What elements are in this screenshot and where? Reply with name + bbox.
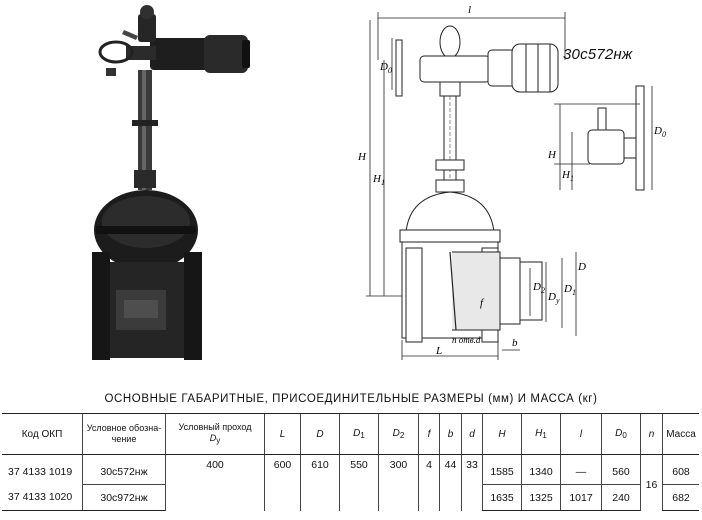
label-D2: D2 <box>532 281 545 295</box>
table-row: 37 4133 1019 30с572нж 400 600 610 550 30… <box>2 454 699 511</box>
label-side-H1: H1 <box>561 169 574 183</box>
cell-L: 600 <box>264 454 301 511</box>
cell-b: 44 <box>439 454 462 511</box>
dimension-right <box>529 252 577 336</box>
label-b: b <box>512 337 518 349</box>
header-mass: Масса <box>662 413 699 455</box>
label-H: H <box>357 151 367 163</box>
cell-l: 1017 <box>560 484 602 511</box>
cell-code: 37 4133 1020 <box>2 484 83 511</box>
header-D0: D0 <box>601 413 641 455</box>
dimension-H <box>366 20 402 297</box>
table-header-row: Код ОКП Условное обозна-чение Условный п… <box>2 413 699 455</box>
header-designation: Условное обозна-чение <box>82 413 166 455</box>
header-n: n <box>640 413 663 455</box>
valve-photo <box>92 5 250 360</box>
label-l: l <box>468 4 471 16</box>
table-row: 37 4133 1020 30с972нж 1635 1325 1017 240… <box>2 484 699 511</box>
header-L: L <box>264 413 301 455</box>
header-H1: H1 <box>521 413 561 455</box>
header-b: b <box>439 413 462 455</box>
photo-actuator <box>98 5 250 76</box>
cell-d: 33 <box>461 454 483 511</box>
spec-table: Код ОКП Условное обозна-чение Условный п… <box>2 413 699 511</box>
cell-H1: 1325 <box>521 484 561 511</box>
cell-D: 610 <box>300 454 340 511</box>
photo-stem <box>132 70 158 190</box>
label-L: L <box>435 345 442 357</box>
drawing-side-view <box>554 85 653 191</box>
label-nd: n отв.d <box>452 335 481 345</box>
valve-drawing: l D0 H H1 <box>357 4 666 360</box>
cell-H1: 1340 <box>521 454 561 485</box>
header-H: H <box>482 413 522 455</box>
photo-body <box>92 252 202 360</box>
header-D: D <box>300 413 340 455</box>
header-code: Код ОКП <box>2 413 83 455</box>
cell-mass: 682 <box>662 484 699 511</box>
dimension-l <box>377 12 566 60</box>
cell-l: — <box>560 454 602 485</box>
drawing-bonnet <box>405 191 495 233</box>
cell-code: 37 4133 1019 <box>8 465 73 478</box>
label-side-D0: D0 <box>653 125 666 139</box>
label-D0: D0 <box>379 61 392 75</box>
cell-designation: 30с572нж <box>82 454 166 485</box>
cell-n: 16 <box>640 454 663 511</box>
header-l: l <box>560 413 602 455</box>
label-D: D <box>577 261 586 273</box>
cell-mass: 608 <box>662 454 699 485</box>
cell-designation: 30с972нж <box>82 484 166 511</box>
cell-H: 1585 <box>482 454 522 485</box>
drawing-actuator <box>395 25 559 97</box>
cell-D0: 240 <box>601 484 641 511</box>
table-title: ОСНОВНЫЕ ГАБАРИТНЫЕ, ПРИСОЕДИНИТЕЛЬНЫЕ Р… <box>104 393 598 405</box>
cell-D1: 550 <box>339 454 379 511</box>
header-D2: D2 <box>378 413 419 455</box>
dimension-L <box>401 340 520 360</box>
label-H1: H1 <box>372 173 385 187</box>
header-d: d <box>461 413 483 455</box>
label-D3: Dy <box>547 291 560 305</box>
cell-f: 4 <box>418 454 440 511</box>
cell-H: 1635 <box>482 484 522 511</box>
header-D1: D1 <box>339 413 379 455</box>
label-side-H: H <box>547 149 557 161</box>
label-f: f <box>480 297 485 309</box>
header-f: f <box>418 413 440 455</box>
label-D1: D1 <box>563 283 576 297</box>
cell-Dy: 400 <box>165 454 265 511</box>
cell-D2: 300 <box>378 454 419 511</box>
cell-D0: 560 <box>601 454 641 485</box>
model-label: 30с572нж <box>563 46 633 63</box>
drawing-body <box>401 241 543 343</box>
